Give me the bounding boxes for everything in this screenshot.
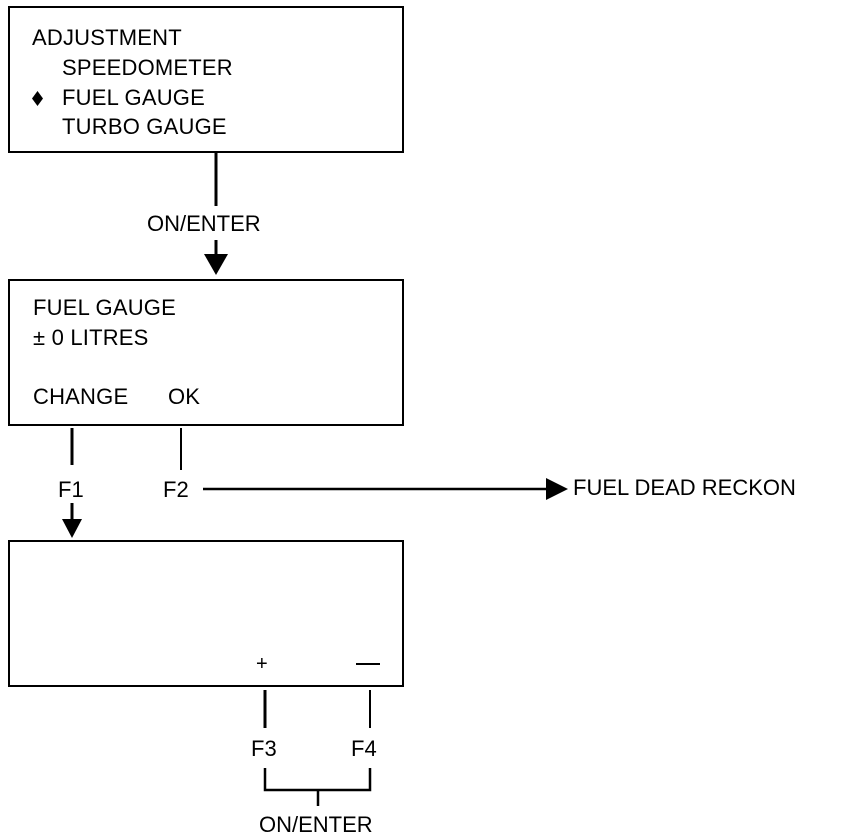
menu-item-turbo-gauge[interactable]: TURBO GAUGE [62, 114, 227, 139]
fuel-gauge-screen: FUEL GAUGE ± 0 LITRES CHANGE OK [8, 279, 404, 426]
change-softkey-label[interactable]: CHANGE [33, 384, 129, 409]
f1-key-label[interactable]: F1 [58, 477, 84, 502]
fuel-adjust-screen: + [8, 540, 404, 687]
fuel-screen-title: FUEL GAUGE [33, 295, 176, 320]
f2-key-label[interactable]: F2 [163, 477, 189, 502]
minus-softkey-label[interactable] [356, 663, 380, 665]
ok-softkey-label[interactable]: OK [168, 384, 201, 409]
menu-title: ADJUSTMENT [32, 25, 182, 50]
fuel-screen-value: ± 0 LITRES [33, 325, 149, 350]
on-enter-label: ON/ENTER [147, 211, 261, 236]
menu-item-speedometer[interactable]: SPEEDOMETER [62, 55, 233, 80]
down-arrow-icon [204, 254, 228, 275]
f3-key-label[interactable]: F3 [251, 736, 277, 761]
down-arrow-icon [62, 519, 82, 538]
adjustment-menu-screen: ADJUSTMENT SPEEDOMETER FUEL GAUGE TURBO … [8, 6, 404, 153]
on-enter-label-bottom: ON/ENTER [259, 812, 373, 837]
menu-item-fuel-gauge[interactable]: FUEL GAUGE [62, 85, 205, 110]
right-arrow-icon [546, 478, 568, 500]
f3-f4-bracket [263, 768, 372, 792]
fuel-dead-reckon-label: FUEL DEAD RECKON [573, 475, 796, 500]
f4-key-label[interactable]: F4 [351, 736, 377, 761]
selection-diamond-icon [32, 91, 43, 106]
plus-softkey-label[interactable]: + [256, 653, 268, 675]
